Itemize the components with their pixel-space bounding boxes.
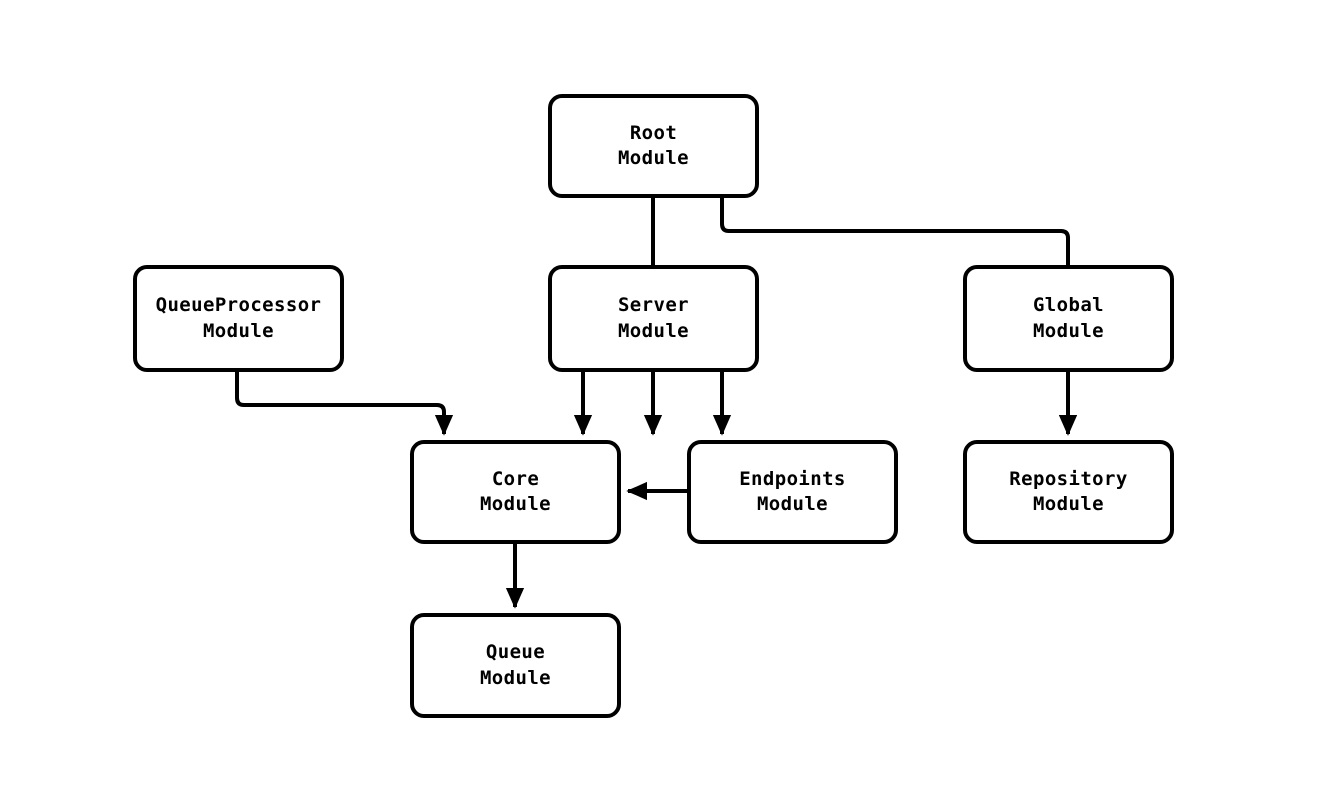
node-label: Root Module — [617, 121, 690, 169]
node-label: Server Module — [617, 294, 690, 342]
node-endpoints-module[interactable]: Endpoints Module — [687, 440, 898, 544]
node-label: QueueProcessor Module — [155, 294, 322, 342]
node-label: Core Module — [479, 467, 552, 515]
node-label: Repository Module — [1009, 467, 1128, 515]
node-server-module[interactable]: Server Module — [548, 265, 759, 372]
edge-queueprocessor-core — [235, 372, 454, 436]
node-root-module[interactable]: Root Module — [548, 94, 759, 198]
node-queue-module[interactable]: Queue Module — [410, 613, 621, 718]
node-global-module[interactable]: Global Module — [963, 265, 1174, 372]
node-label: Global Module — [1032, 294, 1105, 342]
node-label: Queue Module — [479, 641, 552, 689]
node-core-module[interactable]: Core Module — [410, 440, 621, 544]
node-queueprocessor-module[interactable]: QueueProcessor Module — [133, 265, 344, 372]
node-repository-module[interactable]: Repository Module — [963, 440, 1174, 544]
node-label: Endpoints Module — [739, 467, 846, 515]
